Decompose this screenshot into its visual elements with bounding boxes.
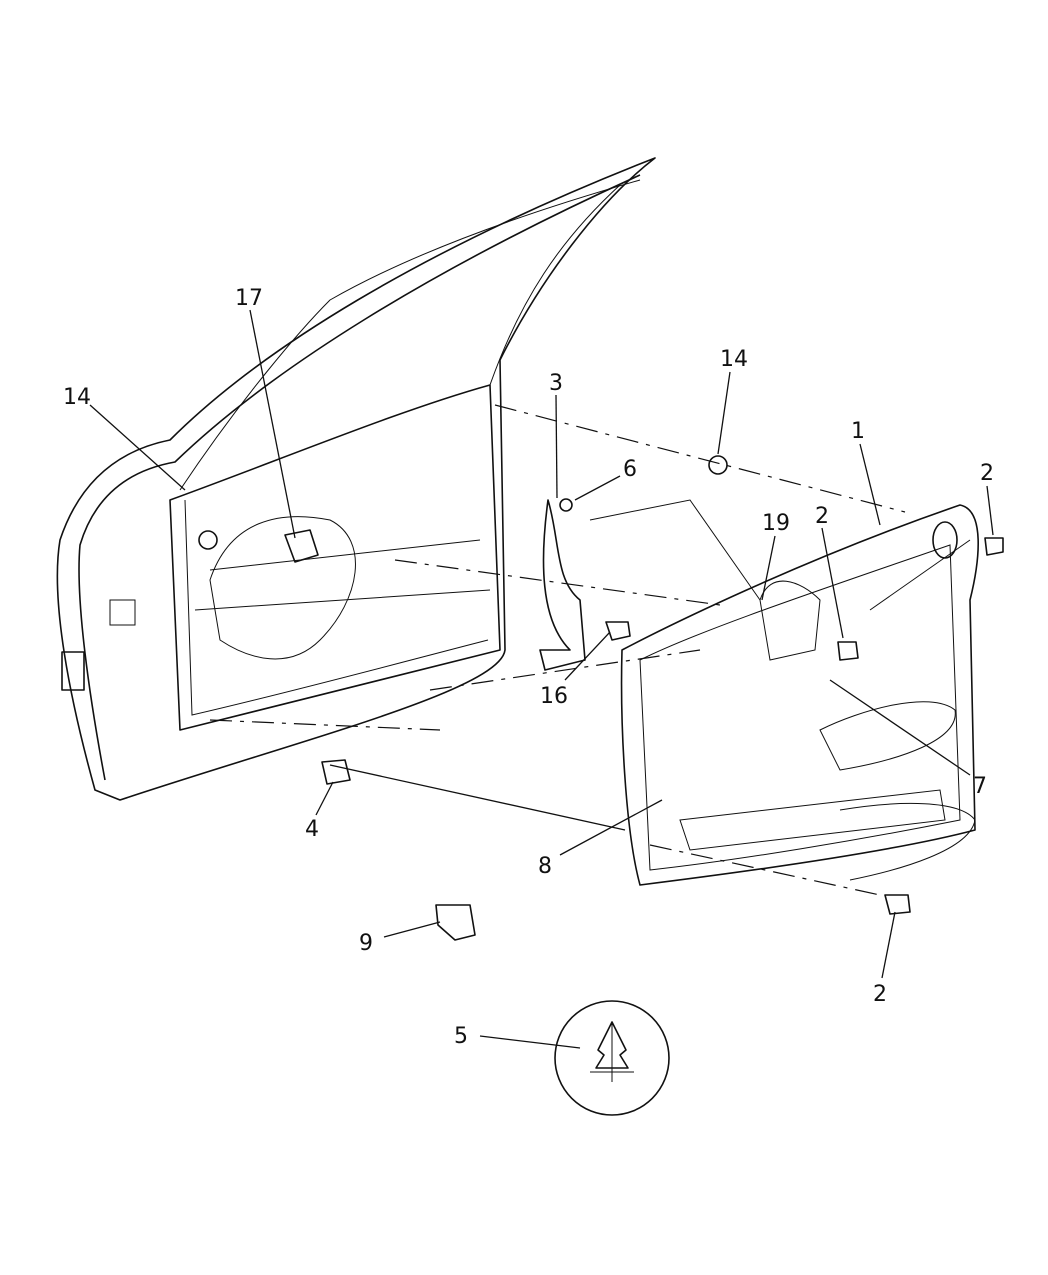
callout-2-bottom: 2 (873, 982, 887, 1007)
callout-3: 3 (549, 371, 563, 396)
callout-5: 5 (454, 1024, 468, 1049)
callout-6: 6 (623, 457, 637, 482)
door-shell (56, 157, 656, 801)
callout-16: 16 (540, 684, 568, 709)
callout-14-left: 14 (63, 385, 91, 410)
callout-2-top-right: 2 (980, 461, 994, 486)
callout-2-middle: 2 (815, 504, 829, 529)
small-parts (198, 455, 1004, 1116)
door-trim-panel (620, 504, 979, 886)
callout-7: 7 (973, 774, 987, 799)
leader-lines (89, 309, 994, 1049)
callout-17: 17 (235, 286, 263, 311)
callout-labels: 17 14 3 6 14 1 2 2 19 16 7 8 4 9 2 5 (63, 286, 994, 1049)
callout-1: 1 (851, 419, 865, 444)
callout-14-right: 14 (720, 347, 748, 372)
callout-19: 19 (762, 511, 790, 536)
detail-circle (554, 1000, 670, 1116)
callout-9: 9 (359, 931, 373, 956)
callout-4: 4 (305, 817, 319, 842)
assembly-lines (209, 404, 971, 896)
callout-8: 8 (538, 854, 552, 879)
